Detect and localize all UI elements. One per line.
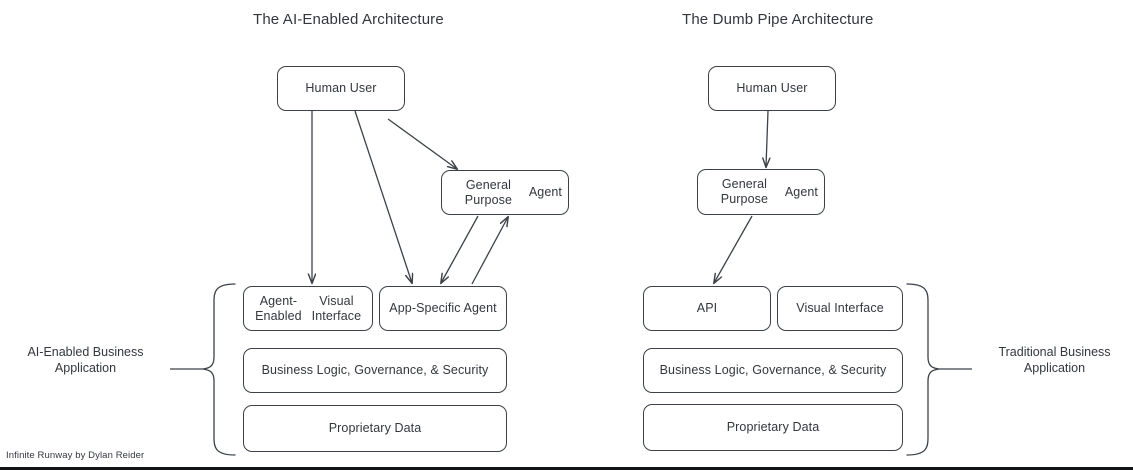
arrow-human-to-general-agent-right — [766, 110, 768, 167]
left-brace — [202, 283, 236, 456]
node-proprietary-data-left[interactable]: Proprietary Data — [243, 405, 507, 452]
arrow-human-to-general-agent — [387, 118, 457, 169]
node-human-user-right[interactable]: Human User — [708, 66, 836, 111]
node-business-logic-left[interactable]: Business Logic, Governance, & Security — [243, 348, 507, 393]
right-brace — [906, 283, 940, 456]
node-general-purpose-agent-left[interactable]: General Purpose Agent — [441, 170, 569, 215]
side-label-line1: Traditional Business — [998, 345, 1111, 359]
side-label-line2: Application — [1023, 361, 1086, 375]
panel-title-dumb-pipe: The Dumb Pipe Architecture — [682, 11, 874, 28]
side-label-line1: AI-Enabled Business — [27, 345, 144, 359]
node-api[interactable]: API — [643, 286, 771, 331]
node-general-purpose-agent-right[interactable]: General Purpose Agent — [697, 169, 825, 215]
node-label-line2: Visual Interface — [311, 293, 362, 323]
panel-title-ai-enabled: The AI-Enabled Architecture — [253, 11, 444, 28]
node-label-line1: General Purpose — [464, 177, 513, 207]
node-label: Proprietary Data — [328, 421, 422, 435]
node-business-logic-right[interactable]: Business Logic, Governance, & Security — [643, 348, 903, 393]
node-human-user-left[interactable]: Human User — [277, 66, 405, 111]
node-app-specific-agent[interactable]: App-Specific Agent — [379, 286, 507, 331]
watermark-credit: Infinite Runway by Dylan Reider — [6, 450, 145, 461]
node-visual-interface-right[interactable]: Visual Interface — [777, 286, 903, 331]
arrow-human-to-app-agent — [354, 110, 412, 283]
node-agent-enabled-visual-interface[interactable]: Agent-Enabled Visual Interface — [243, 286, 373, 331]
side-label-ai-enabled-business-application: AI-Enabled Business Application — [8, 344, 163, 376]
node-label-line1: Agent-Enabled — [255, 293, 302, 323]
arrow-general-agent-to-app-agent — [441, 215, 479, 283]
node-label-line2: Agent — [528, 185, 562, 199]
node-label: Proprietary Data — [726, 420, 820, 434]
side-label-traditional-business-application: Traditional Business Application — [977, 344, 1132, 376]
node-label-line2: Agent — [784, 184, 818, 199]
arrow-general-agent-to-api — [714, 215, 753, 283]
arrow-app-agent-to-general-agent — [471, 217, 508, 285]
side-label-line2: Application — [54, 361, 117, 375]
bottom-rule — [0, 467, 1133, 470]
node-label-line1: General Purpose — [720, 177, 769, 206]
node-proprietary-data-right[interactable]: Proprietary Data — [643, 404, 903, 451]
